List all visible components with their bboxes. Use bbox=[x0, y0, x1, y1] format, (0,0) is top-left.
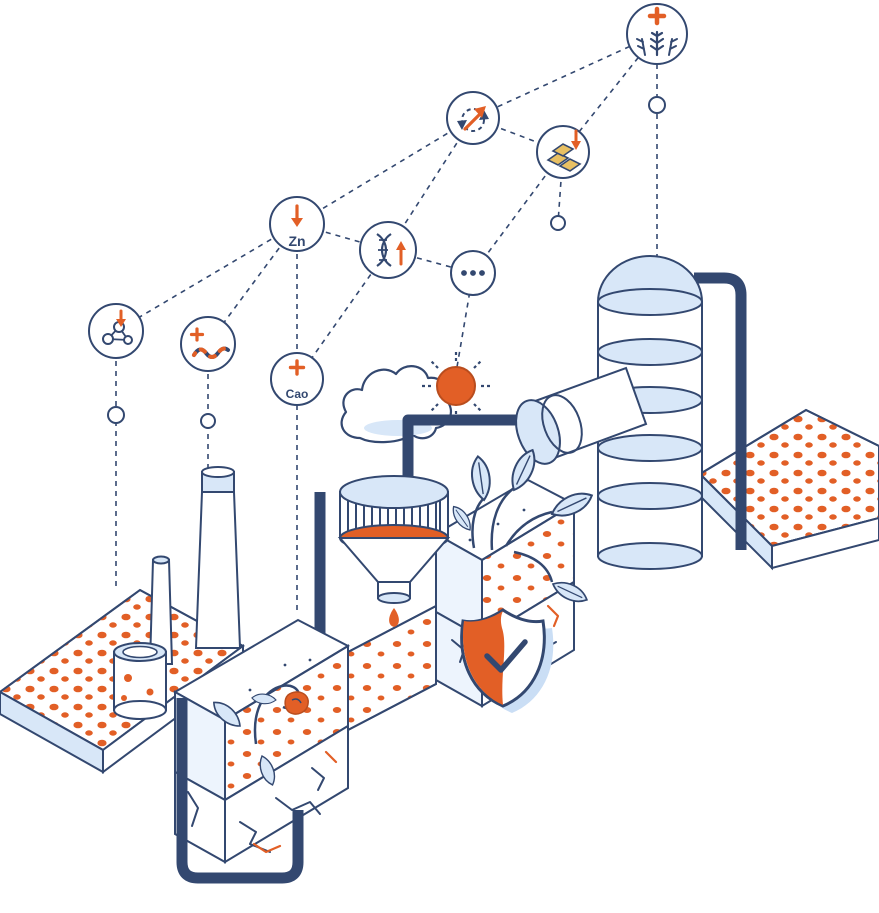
small-tank bbox=[113, 642, 167, 720]
mixer-drum bbox=[515, 366, 648, 465]
dna-increase-badge bbox=[359, 221, 417, 279]
plant-leaves bbox=[448, 445, 597, 608]
crop-increase-badge bbox=[626, 3, 688, 65]
dna-helix-icon bbox=[376, 233, 406, 267]
water-drop-icon bbox=[389, 608, 399, 627]
cao-increase-badge: Cao bbox=[270, 352, 324, 406]
cloud-icon bbox=[340, 365, 453, 444]
zinc-label: Zn bbox=[288, 233, 305, 249]
cao-label: Cao bbox=[286, 387, 309, 401]
funnel-hopper bbox=[337, 475, 451, 627]
ellipsis-icon bbox=[461, 270, 485, 276]
zinc-decrease-badge: Zn bbox=[269, 196, 325, 252]
soil-plot-right bbox=[698, 408, 879, 571]
bottom-pipe-loop bbox=[176, 698, 304, 884]
tall-chimney bbox=[194, 466, 242, 649]
column-outlet-pipe bbox=[694, 272, 747, 550]
soil-bridge-face bbox=[347, 604, 437, 732]
recycle-arrows-icon bbox=[457, 106, 489, 132]
worm-icon bbox=[189, 327, 230, 359]
shield-check-icon bbox=[460, 608, 554, 713]
molecule-decrease-badge bbox=[88, 303, 144, 359]
gold-ingots-icon bbox=[546, 129, 582, 172]
network-node-dots bbox=[107, 96, 666, 429]
soil-organism-increase-badge bbox=[180, 316, 236, 372]
cycle-increase-badge bbox=[446, 91, 500, 145]
molecule-icon bbox=[102, 309, 133, 345]
more-factors-badge bbox=[450, 250, 496, 296]
degraded-soil-block bbox=[172, 618, 351, 864]
wheat-icon bbox=[636, 6, 678, 57]
cracked-soil bbox=[187, 750, 338, 854]
wilted-flower bbox=[208, 684, 309, 788]
gold-decrease-badge bbox=[536, 125, 590, 179]
sun-icon bbox=[419, 349, 493, 423]
